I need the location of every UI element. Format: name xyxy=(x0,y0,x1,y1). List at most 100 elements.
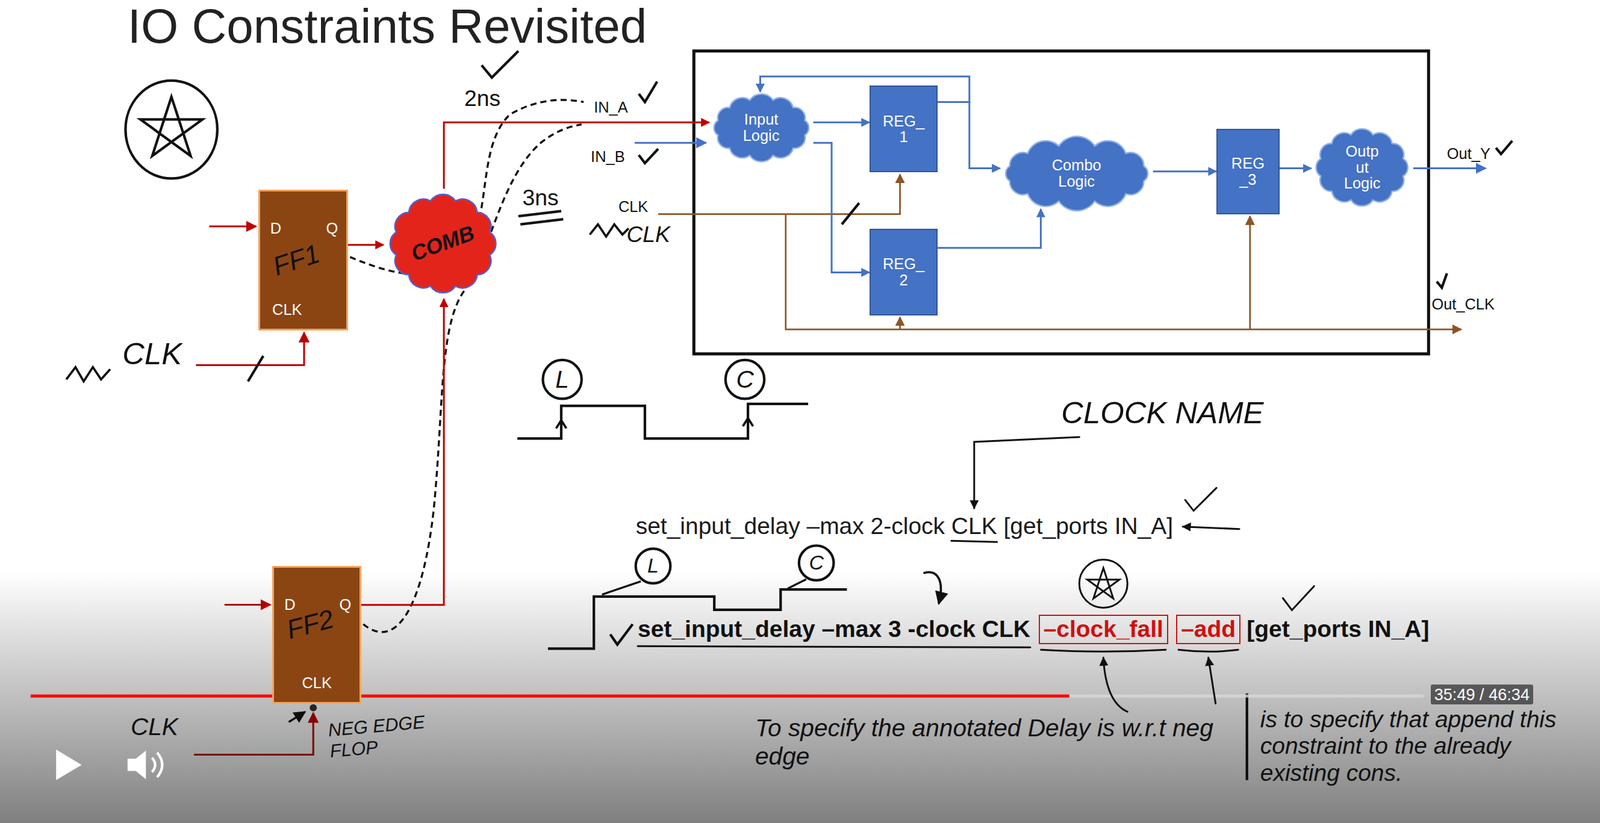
hand-underline xyxy=(637,646,1031,648)
combo-cloud: COMB xyxy=(383,188,503,299)
circled-star xyxy=(125,80,218,179)
clock-wire xyxy=(1248,216,1251,330)
edge-marker xyxy=(556,420,567,429)
player-shade xyxy=(0,571,1600,823)
volume-icon xyxy=(127,750,147,780)
check-mark xyxy=(481,51,519,78)
pin-label: CLK xyxy=(272,301,302,319)
logic-cloud: Combo Logic xyxy=(1000,137,1154,210)
hand-underline xyxy=(518,211,562,217)
data-wire xyxy=(208,225,256,228)
flip-flop: DQCLKFF2 xyxy=(272,566,361,704)
clock-name: CLK xyxy=(130,712,179,742)
callout-circle xyxy=(725,360,765,399)
flop-name: FF1 xyxy=(269,239,323,282)
hand-underline xyxy=(1178,649,1239,652)
combo-cloud-shape xyxy=(390,194,497,294)
sdc-command: set_input_delay –max 2-clock CLK [get_po… xyxy=(635,513,1174,541)
play-icon xyxy=(56,749,82,781)
register-box: REG_ 1 xyxy=(869,85,939,173)
callout-letter: L xyxy=(647,555,659,577)
sdc-option: –clock_fall xyxy=(1038,614,1169,645)
volume-icon xyxy=(151,758,155,773)
hand-arrow xyxy=(974,437,1080,509)
sdc-command: set_input_delay –max 3 -clock CLK xyxy=(637,616,1031,644)
logic-cloud-shape xyxy=(1316,128,1408,206)
pin-label: CLK xyxy=(301,675,332,692)
signal-connector xyxy=(759,76,969,102)
signal-connector xyxy=(443,122,710,189)
check-mark xyxy=(1436,273,1448,288)
star-symbol xyxy=(140,96,203,156)
pin-label: Q xyxy=(326,220,339,238)
pin-label: D xyxy=(270,220,282,238)
signal-connector xyxy=(813,142,870,273)
logic-cloud-shape xyxy=(1005,136,1148,211)
circled-star xyxy=(1079,559,1128,608)
clock-name: CLK xyxy=(626,221,671,248)
timing-path xyxy=(363,124,582,633)
hand-underline xyxy=(1041,649,1166,652)
register-box: REG _3 xyxy=(1216,128,1280,215)
clock-waveform xyxy=(517,404,809,439)
hand-slash xyxy=(248,355,264,382)
check-mark xyxy=(1282,585,1314,611)
hand-arrow xyxy=(1182,526,1240,530)
timing-path xyxy=(349,99,584,275)
hand-arrow xyxy=(1208,657,1216,704)
design-block-outline xyxy=(693,51,1429,355)
signal-connector xyxy=(937,208,1041,248)
callout-letter: L xyxy=(555,367,570,393)
port-name: CLK xyxy=(618,198,648,216)
callout-letter: C xyxy=(809,552,824,574)
clock-name: CLK xyxy=(122,336,182,372)
hand-slash xyxy=(841,202,860,225)
node-label: Combo Logic xyxy=(1052,157,1102,190)
slide-title: IO Constraints Revisited xyxy=(127,2,648,51)
delay-value: 2ns xyxy=(464,85,501,112)
signal-connector xyxy=(937,101,1000,169)
node-label: Input Logic xyxy=(743,111,780,144)
check-mark xyxy=(638,81,658,103)
callout-letter: C xyxy=(735,367,754,393)
node-label: REG _3 xyxy=(1231,155,1265,188)
check-mark xyxy=(1185,487,1217,511)
sdc-command: [get_ports IN_A] xyxy=(1246,616,1429,644)
signal-connector xyxy=(1279,167,1312,170)
signal-connector xyxy=(813,121,870,124)
port-name: IN_A xyxy=(593,98,628,117)
crossed-out-word xyxy=(66,367,111,382)
node-label: REG_ 2 xyxy=(882,255,925,288)
logic-cloud: Outp ut Logic xyxy=(1310,125,1413,210)
check-mark xyxy=(1495,140,1513,155)
hand-note: CLOCK NAME xyxy=(1061,395,1264,431)
clock-wire xyxy=(195,332,305,365)
logic-cloud-shape xyxy=(713,93,809,162)
volume-icon xyxy=(157,752,162,778)
port-name: Out_Y xyxy=(1447,145,1491,163)
node-label: COMB xyxy=(408,221,479,267)
star-symbol xyxy=(1087,568,1120,600)
port-name: Out_CLK xyxy=(1431,295,1495,314)
clock-wire xyxy=(658,174,901,215)
hand-underline xyxy=(951,540,998,542)
delay-value: 3ns xyxy=(522,184,559,211)
clock-wire xyxy=(785,214,1462,330)
signal-connector xyxy=(348,243,384,246)
hand-note: is to specify that append this constrain… xyxy=(1260,706,1596,788)
output-wire xyxy=(1413,167,1486,170)
hand-arrow xyxy=(1103,657,1128,712)
clock-wire xyxy=(899,317,901,330)
combo-cloud-outline xyxy=(383,188,503,299)
pin-label: D xyxy=(284,596,296,614)
logic-cloud: Input Logic xyxy=(709,92,814,164)
signal-connector xyxy=(1153,170,1217,173)
pin-label: Q xyxy=(339,596,352,614)
port-name: IN_B xyxy=(590,148,625,166)
register-box: REG_ 2 xyxy=(869,228,939,316)
check-mark xyxy=(638,148,659,164)
edge-marker xyxy=(743,418,754,427)
node-label: REG_ 1 xyxy=(882,113,925,146)
logic-cloud-outline xyxy=(709,92,814,164)
signal-connector xyxy=(361,298,444,605)
